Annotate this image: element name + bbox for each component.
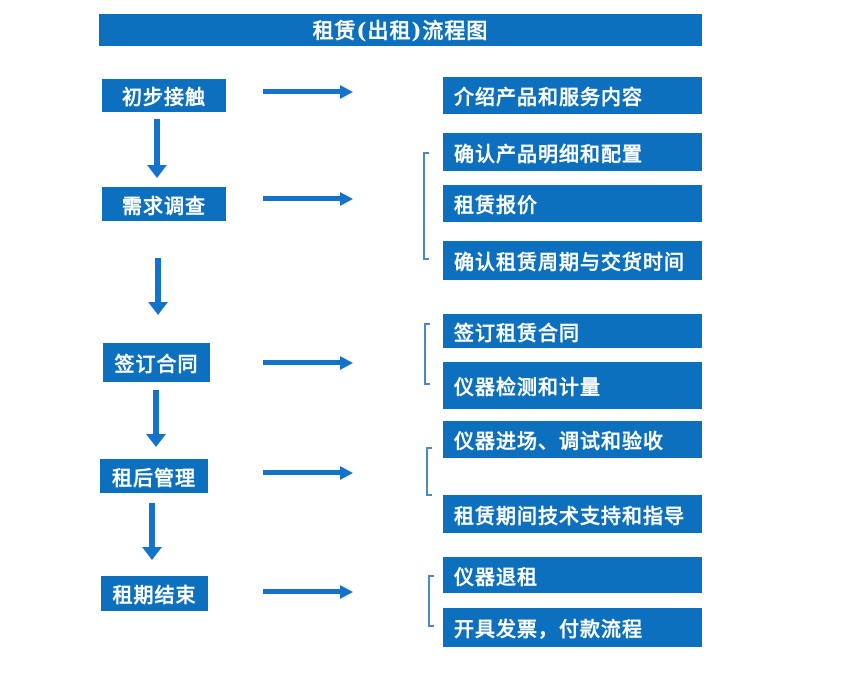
arrow-head — [340, 85, 353, 99]
page-title: 租赁(出租)流程图 — [312, 18, 489, 43]
detail-box-instrument-testing: 仪器检测和计量 — [443, 362, 702, 409]
detail-box-rental-quote: 租赁报价 — [443, 185, 702, 222]
detail-box-invoice-payment: 开具发票，付款流程 — [443, 608, 702, 647]
arrow-shaft — [263, 589, 340, 594]
arrow-shaft — [149, 503, 155, 548]
arrow-shaft — [155, 258, 161, 303]
arrow-head — [142, 547, 162, 560]
arrow-head — [340, 192, 353, 206]
arrow-shaft — [154, 119, 160, 166]
arrow-shaft — [263, 360, 340, 365]
step-box-rental-end: 租期结束 — [101, 576, 208, 611]
step-box-demand-survey: 需求调查 — [102, 187, 226, 221]
bracket-connector-3 — [426, 447, 432, 496]
arrow-head — [340, 585, 353, 599]
arrow-head — [148, 302, 168, 315]
down-arrow-icon-3 — [146, 390, 166, 447]
detail-box-sign-rental-contract: 签订租赁合同 — [443, 314, 702, 348]
detail-box-instrument-return: 仪器退租 — [443, 557, 702, 593]
down-arrow-icon-2 — [148, 258, 168, 315]
right-arrow-icon-3 — [263, 356, 353, 370]
detail-box-instrument-arrival: 仪器进场、调试和验收 — [443, 421, 702, 458]
detail-box-tech-support: 租赁期间技术支持和指导 — [443, 495, 702, 533]
down-arrow-icon-4 — [142, 503, 162, 560]
arrow-head — [147, 165, 167, 178]
arrow-shaft — [263, 470, 340, 475]
detail-box-confirm-product-details: 确认产品明细和配置 — [443, 133, 702, 171]
arrow-head — [146, 434, 166, 447]
bracket-connector-1 — [423, 152, 429, 260]
right-arrow-icon-1 — [263, 85, 353, 99]
step-box-post-rental-management: 租后管理 — [100, 459, 208, 493]
arrow-shaft — [263, 89, 340, 94]
right-arrow-icon-2 — [263, 192, 353, 206]
arrow-shaft — [153, 390, 159, 435]
step-box-initial-contact: 初步接触 — [102, 79, 226, 112]
down-arrow-icon-1 — [147, 119, 167, 178]
detail-box-confirm-rental-period: 确认租赁周期与交货时间 — [443, 241, 702, 280]
bracket-connector-4 — [428, 575, 434, 627]
bracket-connector-2 — [424, 323, 430, 385]
title-bar: 租赁(出租)流程图 — [99, 14, 702, 46]
right-arrow-icon-5 — [263, 585, 353, 599]
step-box-sign-contract: 签订合同 — [103, 343, 210, 382]
arrow-head — [340, 356, 353, 370]
detail-box-intro-products: 介绍产品和服务内容 — [443, 77, 702, 114]
arrow-shaft — [263, 196, 340, 201]
right-arrow-icon-4 — [263, 466, 353, 480]
arrow-head — [340, 466, 353, 480]
